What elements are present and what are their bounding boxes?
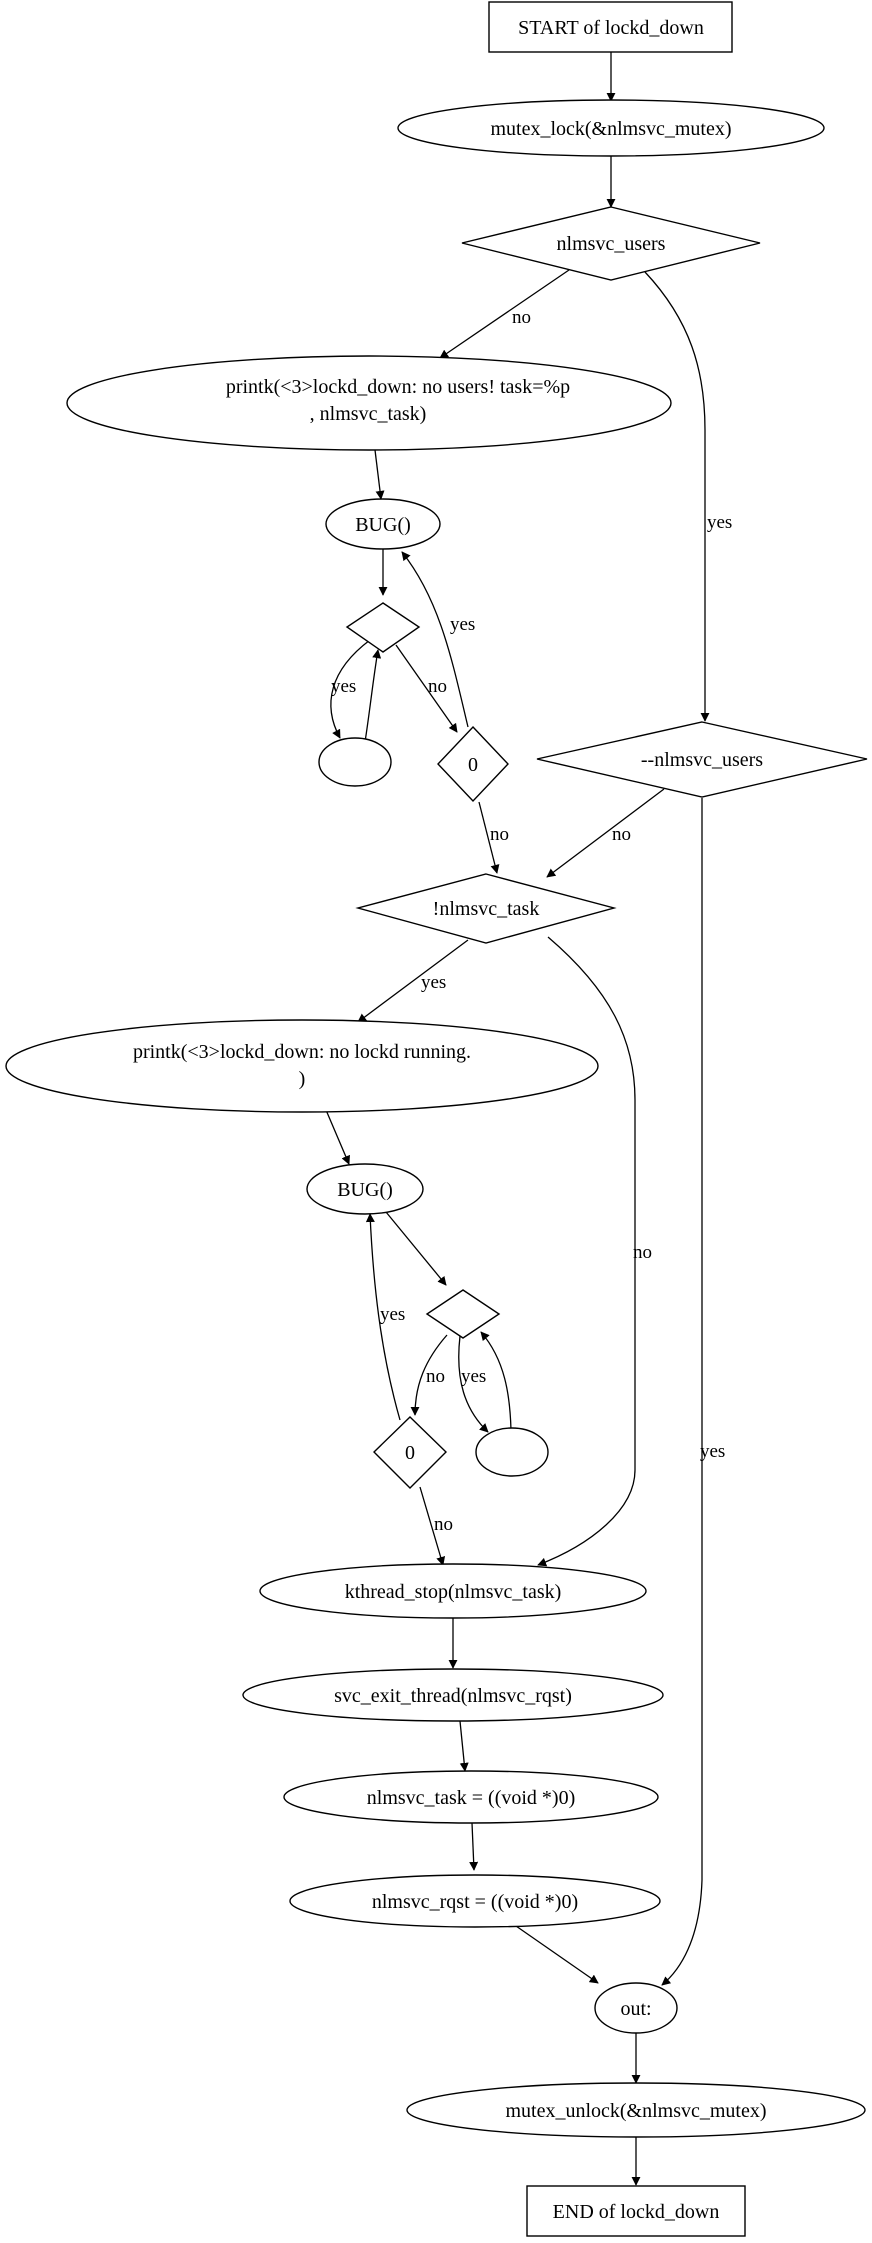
edge-zero2-no bbox=[419, 1486, 446, 1566]
edge-zero1-no bbox=[478, 801, 500, 874]
edge-diamond1-yes bbox=[330, 639, 371, 739]
node-end[interactable]: END of lockd_down bbox=[526, 2185, 746, 2237]
edge-svc-exit-to-task-null bbox=[459, 1720, 469, 1772]
edge-label-not-task-yes: yes bbox=[421, 972, 446, 993]
edge-zero2-yes bbox=[365, 1213, 401, 1421]
edge-circle1-back bbox=[364, 649, 382, 743]
node-printk-no-users-line2: , nlmsvc_task) bbox=[310, 403, 427, 425]
node-end-label: END of lockd_down bbox=[553, 2201, 720, 2223]
edge-label-diamond1-no: no bbox=[428, 676, 447, 697]
node-bug-1-label: BUG() bbox=[355, 514, 411, 536]
node-task-null-label: nlmsvc_task = ((void *)0) bbox=[367, 1787, 575, 1809]
node-start[interactable]: START of lockd_down bbox=[488, 1, 733, 53]
node-zero-1-label: 0 bbox=[468, 754, 478, 776]
node-rqst-null[interactable]: nlmsvc_rqst = ((void *)0) bbox=[289, 1874, 661, 1928]
node-mutex-unlock-label: mutex_unlock(&nlmsvc_mutex) bbox=[505, 2100, 766, 2122]
node-bug-2[interactable]: BUG() bbox=[306, 1163, 424, 1215]
node-out[interactable]: out: bbox=[594, 1982, 678, 2034]
edge-label-users-yes: yes bbox=[707, 512, 732, 533]
node-svc-exit[interactable]: svc_exit_thread(nlmsvc_rqst) bbox=[242, 1668, 664, 1722]
edge-zero1-yes bbox=[401, 551, 469, 728]
node-printk-no-lockd-line2: ) bbox=[299, 1068, 306, 1090]
node-kthread-stop-label: kthread_stop(nlmsvc_task) bbox=[345, 1581, 562, 1603]
edge-label-zero1-no: no bbox=[490, 824, 509, 845]
node-nlmsvc-users-label: nlmsvc_users bbox=[557, 233, 666, 255]
node-task-null[interactable]: nlmsvc_task = ((void *)0) bbox=[283, 1770, 659, 1824]
edge-diamond2-no bbox=[410, 1334, 448, 1416]
edge-dec-users-yes bbox=[661, 798, 703, 1986]
node-diamond-1[interactable] bbox=[345, 602, 421, 653]
node-zero-2[interactable]: 0 bbox=[373, 1416, 447, 1489]
edge-label-diamond2-yes: yes bbox=[461, 1366, 486, 1387]
edge-label-dec-users-yes: yes bbox=[700, 1441, 725, 1462]
edge-diamond1-no bbox=[395, 644, 458, 733]
node-kthread-stop[interactable]: kthread_stop(nlmsvc_task) bbox=[259, 1563, 647, 1619]
node-bug-1[interactable]: BUG() bbox=[325, 498, 441, 550]
node-not-task-label: !nlmsvc_task bbox=[433, 898, 540, 920]
node-out-label: out: bbox=[620, 1998, 651, 2020]
edge-printk1-to-bug1 bbox=[374, 449, 385, 500]
edge-not-task-no bbox=[537, 936, 636, 1567]
node-diamond-2[interactable] bbox=[425, 1289, 501, 1339]
edge-label-dec-users-no: no bbox=[612, 824, 631, 845]
edge-users-no bbox=[439, 269, 570, 359]
node-mutex-lock[interactable]: mutex_lock(&nlmsvc_mutex) bbox=[397, 99, 825, 157]
edge-not-task-yes bbox=[357, 939, 469, 1023]
edge-label-users-no: no bbox=[512, 307, 531, 328]
node-dec-users-label: --nlmsvc_users bbox=[641, 749, 763, 771]
edges bbox=[325, 52, 710, 2186]
edge-task-null-to-rqst-null bbox=[469, 1822, 479, 1871]
edge-label-diamond2-no: no bbox=[426, 1366, 445, 1387]
edge-label-zero2-yes: yes bbox=[380, 1304, 405, 1325]
node-mutex-unlock[interactable]: mutex_unlock(&nlmsvc_mutex) bbox=[406, 2082, 866, 2138]
node-printk-no-lockd[interactable]: printk(<3>lockd_down: no lockd running. … bbox=[5, 1019, 599, 1113]
node-svc-exit-label: svc_exit_thread(nlmsvc_rqst) bbox=[334, 1685, 572, 1707]
edge-printk2-to-bug2 bbox=[325, 1109, 350, 1165]
node-nlmsvc-users[interactable]: nlmsvc_users bbox=[461, 206, 761, 281]
node-zero-2-label: 0 bbox=[405, 1442, 415, 1464]
node-printk-no-lockd-line1: printk(<3>lockd_down: no lockd running. bbox=[133, 1041, 471, 1063]
node-mutex-lock-label: mutex_lock(&nlmsvc_mutex) bbox=[490, 118, 731, 140]
edge-label-zero2-no: no bbox=[434, 1514, 453, 1535]
node-printk-no-users-line1: printk(<3>lockd_down: no users! task=%p bbox=[226, 376, 570, 398]
edge-circle2-back bbox=[480, 1331, 512, 1431]
node-zero-1[interactable]: 0 bbox=[437, 725, 509, 803]
edge-label-diamond1-yes: yes bbox=[331, 676, 356, 697]
edge-bug2-to-diamond2 bbox=[385, 1211, 447, 1286]
edge-rqst-null-to-out bbox=[515, 1925, 599, 1984]
node-rqst-null-label: nlmsvc_rqst = ((void *)0) bbox=[372, 1891, 578, 1913]
node-printk-no-users[interactable]: printk(<3>lockd_down: no users! task=%p … bbox=[66, 355, 672, 451]
edge-labels: no yes yes yes no no no yes no yes no ye… bbox=[331, 307, 732, 1535]
node-start-label: START of lockd_down bbox=[518, 17, 704, 39]
edge-label-zero1-yes: yes bbox=[450, 614, 475, 635]
edge-label-not-task-no: no bbox=[633, 1242, 652, 1263]
node-not-task[interactable]: !nlmsvc_task bbox=[355, 873, 617, 944]
edge-diamond2-yes bbox=[458, 1335, 489, 1433]
edge-dec-users-no bbox=[546, 788, 665, 878]
node-circle-1[interactable] bbox=[318, 737, 392, 787]
node-dec-users[interactable]: --nlmsvc_users bbox=[536, 721, 868, 798]
edge-users-yes bbox=[644, 271, 710, 722]
node-bug-2-label: BUG() bbox=[337, 1179, 393, 1201]
node-circle-2[interactable] bbox=[475, 1427, 549, 1477]
